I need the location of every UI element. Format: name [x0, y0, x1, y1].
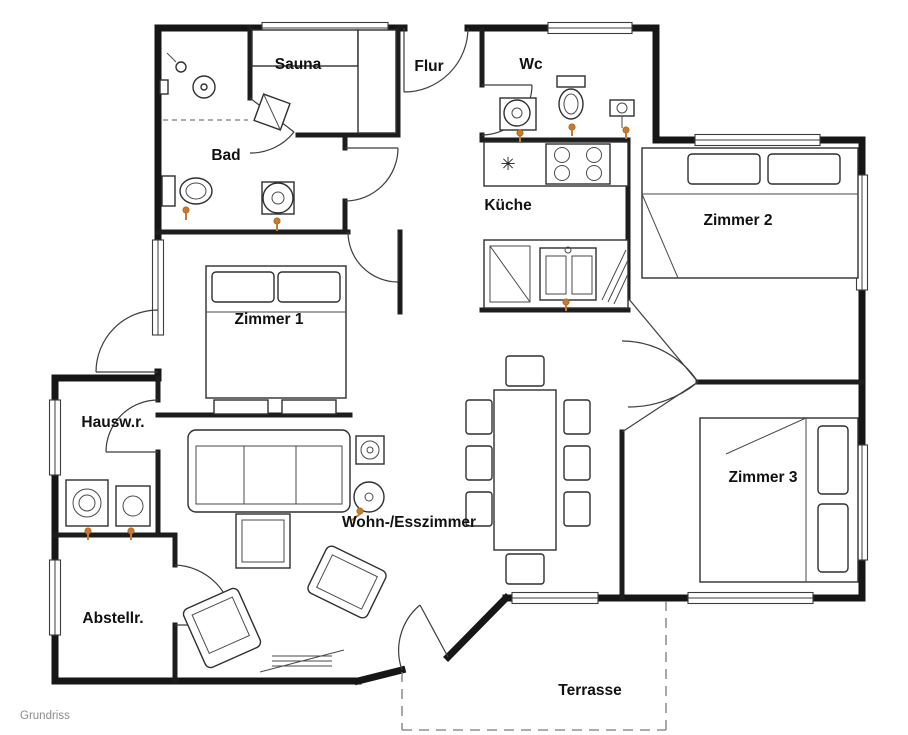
chair — [465, 399, 493, 435]
room-label-hauswirtschaftsraum: Hausw.r. — [81, 414, 144, 431]
window — [48, 399, 62, 476]
bed-zimmer3 — [699, 417, 859, 583]
wc-basin-icon — [499, 97, 537, 131]
chair — [465, 445, 493, 481]
coffee-table — [235, 513, 291, 569]
dining-set — [465, 355, 591, 585]
chair — [563, 491, 591, 527]
room-label-sauna: Sauna — [275, 56, 322, 73]
side-door-swing — [95, 309, 159, 373]
window — [694, 133, 821, 147]
entrance-door-swing — [403, 27, 469, 93]
drainer-hatch — [601, 249, 629, 305]
plan-caption: Grundriss — [20, 710, 70, 722]
hauswirtschaftsraum-door-swing — [105, 399, 159, 453]
toilet-icon — [161, 175, 213, 207]
chair — [563, 399, 591, 435]
sauna-benches — [251, 29, 397, 134]
chair — [563, 445, 591, 481]
vent-symbol: ✳ — [500, 154, 515, 175]
bad-door-swing — [344, 147, 399, 202]
window — [687, 591, 814, 605]
dining-table — [493, 389, 557, 551]
bed-zimmer1 — [205, 265, 347, 415]
armchair — [182, 587, 262, 669]
interior-walls — [52, 25, 865, 684]
dryer-icon — [115, 485, 151, 527]
room-label-abstellraum: Abstellr. — [82, 610, 143, 627]
media-unit — [355, 435, 385, 465]
room-label-zimmer3: Zimmer 3 — [729, 469, 798, 486]
window — [151, 239, 165, 336]
room-label-zimmer1: Zimmer 1 — [235, 311, 304, 328]
terrace-outline — [401, 600, 667, 731]
sauna-heater — [253, 93, 291, 131]
chair — [505, 355, 545, 387]
lounge-chair — [307, 545, 387, 619]
wc-small-sink-icon — [609, 99, 635, 128]
plumbing-fittings — [84, 123, 630, 540]
kitchen-counter-sink — [483, 239, 629, 309]
zimmer2-door-swing — [627, 297, 699, 408]
washbasin-icon — [261, 181, 295, 215]
chair — [465, 491, 493, 527]
wc-toilet-icon — [556, 75, 586, 120]
outer-walls — [51, 24, 866, 686]
bed-zimmer2 — [641, 147, 859, 279]
faucet-icon — [159, 79, 169, 95]
terrace-door-swing — [398, 604, 449, 671]
shower-area — [159, 52, 248, 121]
room-label-flur: Flur — [414, 58, 443, 75]
zimmer3-door-swing — [621, 340, 699, 433]
kitchen-counter-top — [483, 141, 629, 187]
room-label-wc: Wc — [519, 56, 543, 73]
washing-machine-icon — [65, 479, 109, 527]
doormat-hatch — [259, 649, 345, 673]
room-label-bad: Bad — [211, 147, 240, 164]
room-label-zimmer2: Zimmer 2 — [704, 212, 773, 229]
sofa — [187, 429, 351, 513]
chair — [505, 553, 545, 585]
shower-head-icon — [175, 61, 187, 73]
window — [48, 559, 62, 636]
room-label-kueche: Küche — [484, 197, 532, 214]
room-label-wohnesszimmer: Wohn-/Esszimmer — [342, 514, 476, 531]
kitchen-sink-icon — [539, 246, 597, 301]
stove-icon — [545, 143, 611, 185]
floor-fixture — [353, 481, 385, 513]
window — [547, 21, 633, 35]
zimmer1-door-swing — [347, 231, 399, 283]
window — [511, 591, 599, 605]
room-label-terrasse: Terrasse — [558, 682, 622, 699]
